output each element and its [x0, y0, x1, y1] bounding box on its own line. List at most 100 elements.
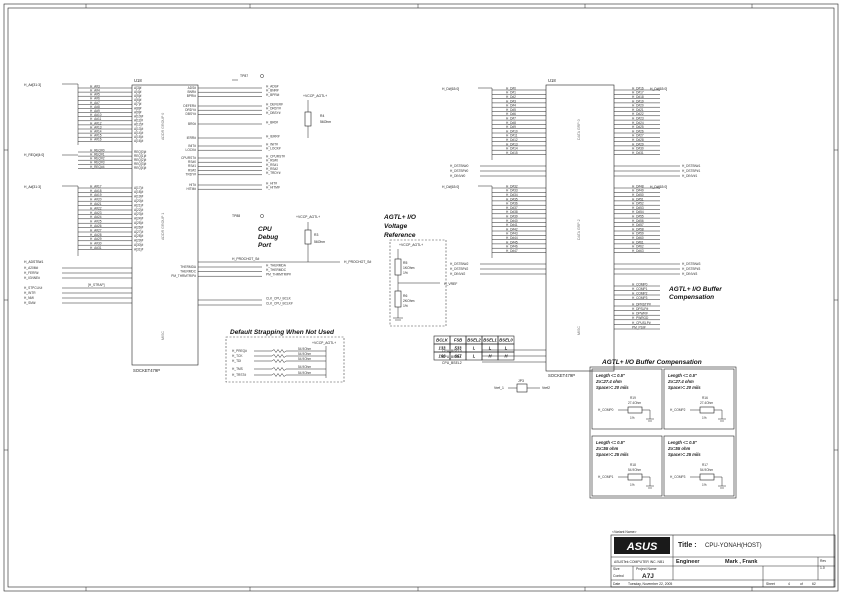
cpu-a-pin-label: PM_THRMTRIP# [171, 274, 196, 278]
rev-label: Rev [820, 559, 826, 563]
cpu-b-data-net: H_D#16 [632, 86, 644, 90]
cpu-a-pin-label: DRDY# [185, 108, 196, 112]
cpu-b-strobe-net: H_DSTBN#2 [450, 262, 469, 266]
cpu-b-data-net: H_D#5 [506, 108, 516, 112]
comp-r-ref: R16 [702, 396, 708, 400]
comp-net: H_COMP0 [598, 408, 614, 412]
cpu-a-pin-label: REQ[4]# [134, 166, 146, 170]
jumper-ref: JP3 [518, 379, 524, 383]
cpu-a-addr-net: H_A#6 [90, 97, 100, 101]
comp-length: Length <= 0.5" [668, 440, 698, 445]
bsel1-net: CPU_BSEL1 [442, 355, 462, 359]
cpu-a-pin-label: LOCK# [186, 148, 197, 152]
pullup-r-ref: R4 [320, 114, 324, 118]
cpu-b-data-net: H_D#2 [506, 95, 516, 99]
cpu-b-strobe-net: H_DSTBP#3 [682, 267, 700, 271]
cpu-b-data-net: H_D#53 [632, 206, 644, 210]
bsel-cell: L [473, 354, 476, 359]
cpu-a-req-net: H_REQ#0 [90, 148, 105, 152]
right-bus-inputs: H_D#[63:0] H_D#[63:0] H_D#[63:0] H_D#[63… [442, 87, 667, 258]
comp-net: H_COMP2 [670, 408, 686, 412]
company-name: ASUSTek COMPUTER INC. NB1 [614, 560, 664, 564]
cpu-a-pin-label: A[8]# [134, 106, 142, 110]
cpu-a-right-net: H_DBSY# [266, 111, 281, 115]
cpu-b-data-net: H_D#58 [632, 227, 644, 231]
note-agtl-buf-1: AGTL+ I/O Buffer [668, 286, 722, 293]
cpu-b-section-label-3: MISC [577, 326, 581, 335]
cpu-debug-port: CPU Debug Port TP88 +VCCP_AGTL+ R3 56Ohm… [198, 214, 371, 264]
size-label: Size [613, 567, 620, 571]
cpu-b-data-net: H_D#27 [632, 134, 644, 138]
comp-net: H_COMP3 [670, 475, 686, 479]
cpu-b-data-net: H_D#50 [632, 193, 644, 197]
cpu-b-misc-net: H_DPRSTP# [632, 302, 651, 306]
project-name: A7J [642, 573, 654, 580]
cpu-b-data-net: H_D#37 [506, 206, 518, 210]
tp-top-label: TP87 [240, 74, 248, 78]
control-label: Control [613, 574, 624, 578]
cpu-b-data-net: H_D#24 [632, 121, 644, 125]
jumper-right: Vref2 [542, 386, 550, 390]
note-agtl-ref-3: Reference [384, 232, 416, 239]
bus-in-a: H_A#[31:3] [24, 83, 41, 87]
cpu-a-pin-label: RS#2 [188, 168, 196, 172]
cpu-b-data-net: H_D#11 [506, 134, 518, 138]
comp-length: Length <= 0.5" [596, 373, 626, 378]
jumper-block: JP3 Vref_1 Vref2 [494, 379, 550, 393]
left-misc-nets: H_A20M#H_FERR#H_IGNNE#H_STPCLK#H_INTRH_N… [24, 266, 132, 305]
bus-d-right: H_D#[63:0] [650, 87, 667, 91]
cpu-b-data-net: H_D#36 [506, 202, 518, 206]
cpu-a-addr-net: H_A#15 [90, 134, 102, 138]
cpu-b-data-net: H_D#13 [506, 142, 518, 146]
cpu-b-data-net: H_D#39 [506, 215, 518, 219]
cpu-b-strobe-net: H_DINV#0 [450, 174, 465, 178]
cpu-b-footer: SOCKET479P [548, 373, 575, 378]
cpu-a-pin-label: A[31]# [134, 247, 143, 251]
cpu-b-section-label: DATA GRP 0 [577, 119, 581, 140]
comp-impedance: Zo=55 ohm [595, 446, 618, 451]
cpu-b-strobe-net: H_DINV#2 [450, 272, 465, 276]
vref-r2-val: 2KOhm [403, 299, 415, 303]
bus-d-left: H_D#[63:0] [442, 87, 459, 91]
cpu-a-pin-label: HIT# [189, 183, 196, 187]
sheet-inner-frame [7, 7, 835, 588]
cpu-a-pin-label: BNR# [187, 90, 196, 94]
cpu-a-addr-net: H_A#8 [90, 105, 100, 109]
bsel-cell: 133 [439, 346, 447, 351]
cpu-a-refdes: U18 [134, 78, 142, 83]
cpu-b-right-pins: H_D#16H_D#17H_D#18H_D#19H_D#20H_D#21H_D#… [614, 86, 701, 329]
engineer-label: Engineer [676, 559, 700, 565]
cpu-b-data-net: H_D#18 [632, 95, 644, 99]
cpu-b-data-net: H_D#30 [632, 147, 644, 151]
cpu-a-pin-label: INIT# [188, 144, 196, 148]
hs-bus-1: [H_STRAP] [88, 283, 105, 287]
cpu-a-pin-label: A[25]# [134, 221, 143, 225]
bus-d-right-2: H_D#[63:0] [650, 185, 667, 189]
note-agtl-ref-1: AGTL+ I/O [383, 214, 416, 221]
cpu-b-data-net: H_D#52 [632, 202, 644, 206]
cpu-a-pin-label: THERMDA [180, 265, 197, 269]
cpu-a-pin-label: DEFER# [183, 104, 196, 108]
cpu-a-pin-label: RS#0 [188, 160, 196, 164]
cpu-a-pin-label: A[7]# [134, 102, 142, 106]
cpu-a-right-net: H_THERMDA [266, 263, 287, 267]
title-block-frame [610, 534, 836, 588]
cpu-a-pin-label: A[10]# [134, 115, 143, 119]
cpu-a-pin-label: REQ[2]# [134, 158, 146, 162]
cpu-b-data-net: H_D#61 [632, 240, 644, 244]
strap-net: H_PREQ# [232, 349, 247, 353]
comp-r-ref: R19 [630, 396, 636, 400]
cpu-b-data-net: H_D#0 [506, 86, 516, 90]
cpu-b-data-net: H_D#4 [506, 104, 516, 108]
comp-length: Length <= 0.5" [596, 440, 626, 445]
note-default-strap: Default Strapping When Not Used [230, 329, 335, 336]
comp-tol: 1% [702, 483, 707, 487]
strap-net: H_TMS [232, 367, 243, 371]
cpu-b-misc-net: PM_PSI# [632, 325, 646, 329]
cpu-a-addr2-net: H_A#20 [90, 198, 102, 202]
cpu-a-pin-label: IERR# [187, 136, 197, 140]
cpu-b-strobe-net: H_DSTBN#0 [450, 164, 469, 168]
prochot-out: H_PROCHOT_S# [344, 260, 371, 264]
cpu-a-addr-net: H_A#12 [90, 121, 102, 125]
